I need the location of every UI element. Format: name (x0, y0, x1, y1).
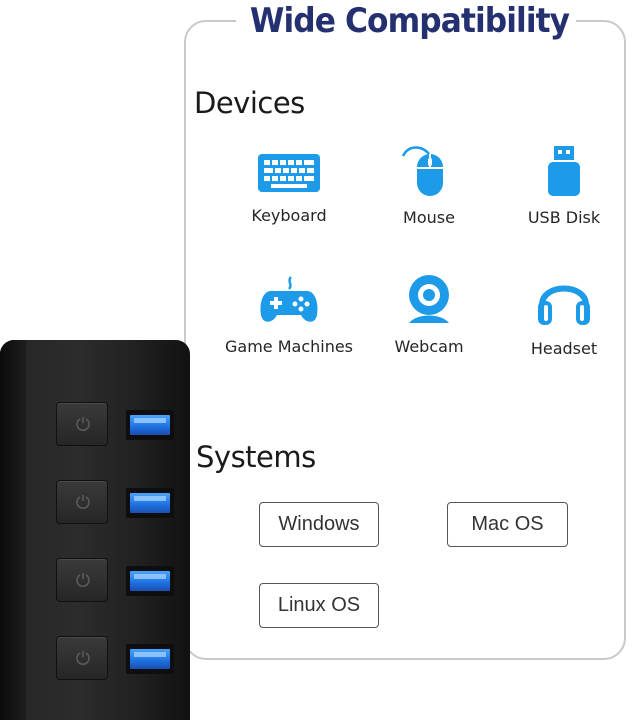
compatibility-frame (184, 20, 626, 660)
device-label-keyboard: Keyboard (251, 206, 327, 225)
hub-usb-port-2 (126, 488, 174, 518)
device-label-headset: Headset (530, 339, 598, 358)
keyboard-icon (258, 154, 320, 192)
gamepad-icon (260, 276, 318, 322)
device-webcam: Webcam (359, 273, 499, 356)
device-keyboard: Keyboard (219, 148, 359, 225)
power-icon (76, 651, 90, 665)
power-icon (76, 495, 90, 509)
hub-power-switch-2 (56, 480, 108, 524)
usb-hub-side (0, 340, 26, 720)
usb-disk-icon (548, 146, 580, 196)
hub-power-switch-3 (56, 558, 108, 602)
devices-heading: Devices (194, 86, 305, 120)
headset-icon (538, 285, 590, 325)
device-label-game-machines: Game Machines (224, 337, 354, 356)
mouse-icon (401, 146, 443, 196)
hub-usb-port-4 (126, 644, 174, 674)
system-windows: Windows (259, 502, 379, 547)
webcam-icon (409, 275, 449, 323)
device-mouse: Mouse (359, 142, 499, 227)
power-icon (76, 573, 90, 587)
system-mac-os: Mac OS (447, 502, 568, 547)
hub-power-switch-1 (56, 402, 108, 446)
device-headset: Headset (494, 273, 634, 358)
hub-power-switch-4 (56, 636, 108, 680)
device-label-webcam: Webcam (394, 337, 464, 356)
power-icon (76, 417, 90, 431)
device-game-machines: Game Machines (219, 273, 359, 356)
device-label-usb-disk: USB Disk (527, 208, 601, 227)
systems-heading: Systems (196, 440, 316, 474)
hub-usb-port-1 (126, 410, 174, 440)
title-banner: Wide Compatibility (236, 0, 576, 42)
device-label-mouse: Mouse (403, 208, 455, 227)
page-title: Wide Compatibility (249, 1, 570, 41)
device-usb-disk: USB Disk (494, 142, 634, 227)
system-linux-os: Linux OS (259, 583, 379, 628)
hub-usb-port-3 (126, 566, 174, 596)
